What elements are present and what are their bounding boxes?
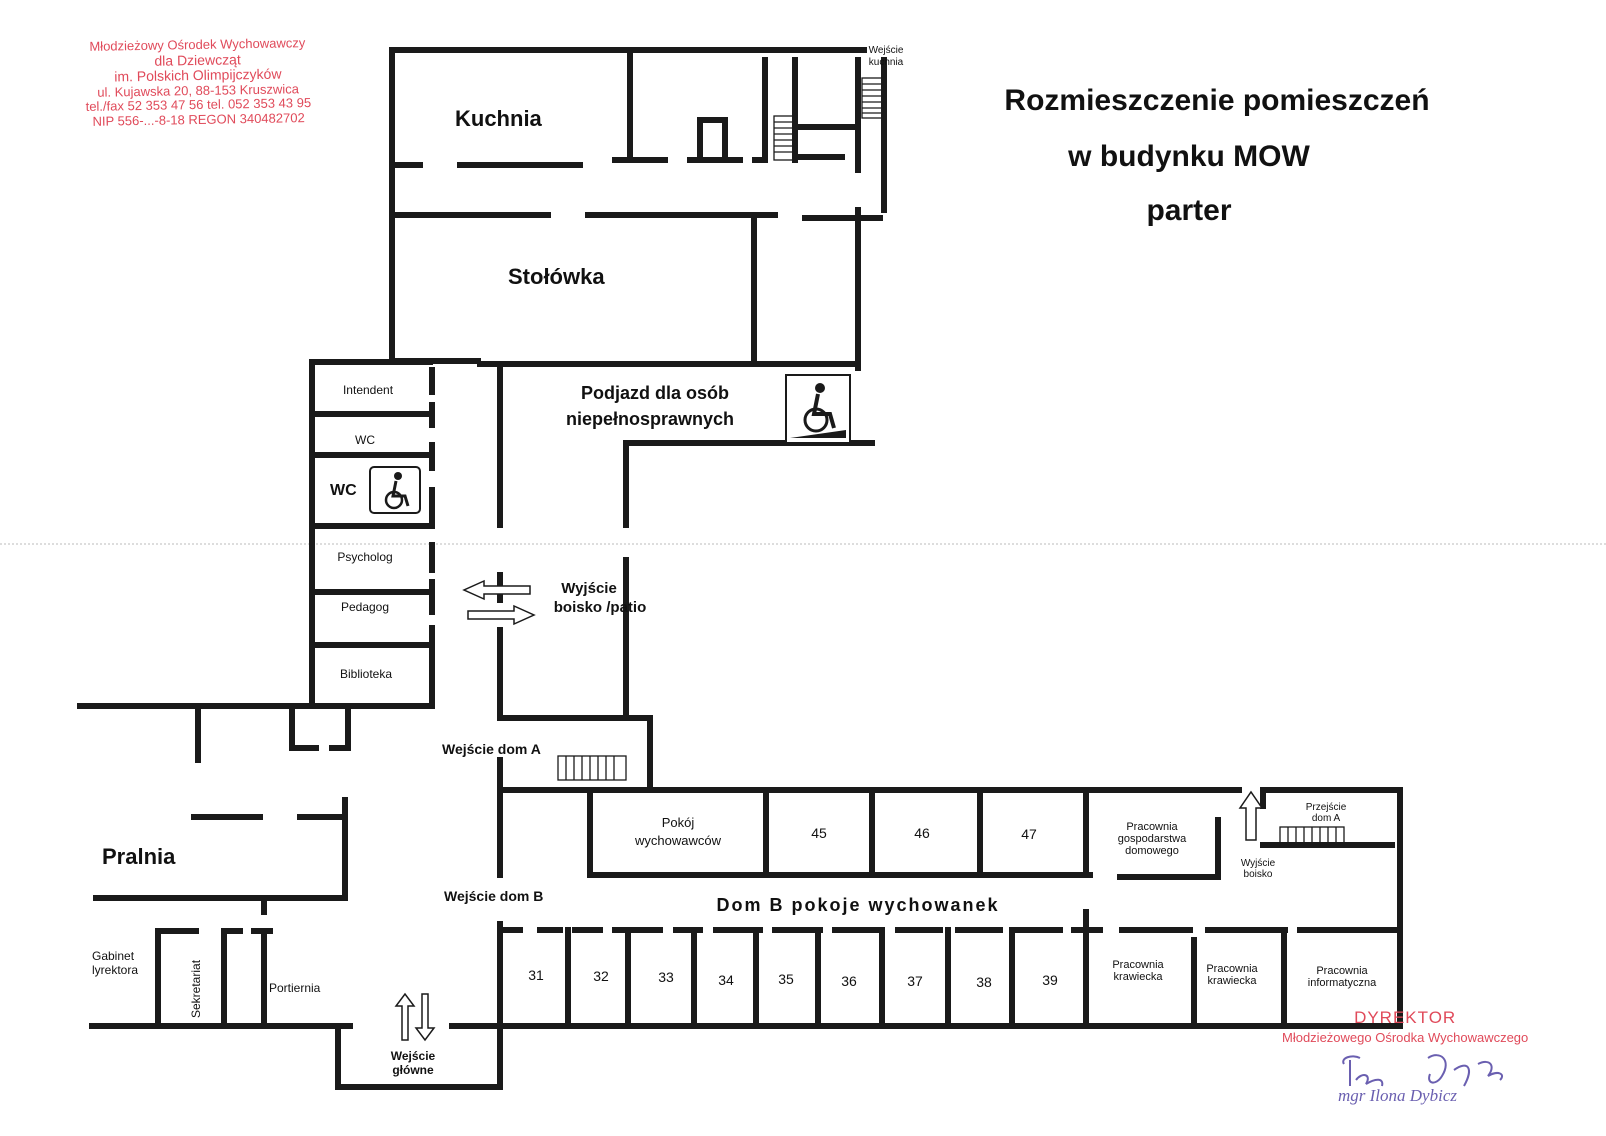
label-przejscie-dom-a: dom A <box>1311 813 1341 824</box>
label-podjazd: Podjazd dla osób <box>580 383 730 403</box>
room-38: 38 <box>976 974 992 990</box>
room-sekretariat: Sekretariat <box>189 959 203 1018</box>
room-pracownia-krawiecka: krawiecka <box>1207 975 1257 987</box>
label-wyjscie-boisko: Wyjście <box>561 580 617 597</box>
title-line-3: parter <box>1146 194 1232 227</box>
room-34: 34 <box>718 972 734 988</box>
double-arrow-icon <box>394 992 436 1042</box>
wheelchair-icon <box>785 374 851 444</box>
label-wejscie-glowne: Wejście <box>390 1049 436 1063</box>
room-35: 35 <box>778 971 794 987</box>
room-32: 32 <box>593 968 609 984</box>
director-signature: DYREKTOR Młodzieżowego Ośrodka Wychowawc… <box>1282 1008 1528 1045</box>
label-wyjscie-boisko-b: boisko <box>1243 869 1273 880</box>
wheelchair-icon <box>369 466 421 514</box>
room-stolowka: Stołówka <box>508 264 605 289</box>
label-wejscie-glowne: główne <box>392 1063 434 1077</box>
room-portiernia: Portiernia <box>269 981 321 995</box>
room-pracownia-krawiecka: krawiecka <box>1113 971 1163 983</box>
stairs-icon <box>1279 826 1345 846</box>
room-31: 31 <box>528 967 544 983</box>
director-name: mgr Ilona Dybicz <box>1338 1086 1457 1105</box>
room-pracownia-krawiecka: Pracownia <box>1206 963 1258 975</box>
title-line-1: Rozmieszczenie pomieszczeń <box>1004 84 1430 117</box>
label-wejscie-kuchnia: kuchnia <box>868 57 904 68</box>
room-33: 33 <box>658 969 674 985</box>
room-pracownia-krawiecka: Pracownia <box>1112 959 1164 971</box>
room-37: 37 <box>907 973 923 989</box>
room-pedagog: Pedagog <box>340 600 390 614</box>
room-kuchnia: Kuchnia <box>455 106 542 131</box>
stairs-icon <box>861 77 885 119</box>
room-pokoj-wychowawcow: wychowawców <box>635 833 721 848</box>
room-pracownia-gosp: Pracownia <box>1126 821 1178 833</box>
room-pokoj-wychowawcow: Pokój <box>661 815 695 830</box>
stairs-icon <box>557 755 627 781</box>
label-wejscie-kuchnia: Wejście <box>868 45 904 56</box>
double-arrow-icon <box>462 579 536 626</box>
corridor-dom-b: Dom B pokoje wychowanek <box>716 895 1000 915</box>
arrow-up-icon <box>1238 790 1264 841</box>
label-wyjscie-boisko: boisko /patio <box>553 599 647 616</box>
label-wejscie-dom-b: Wejście dom B <box>444 888 544 904</box>
room-psycholog: Psycholog <box>337 550 393 564</box>
director-institution: Młodzieżowego Ośrodka Wychowawczego <box>1282 1030 1529 1045</box>
room-pracownia-informatyczna: informatyczna <box>1307 977 1377 989</box>
director-title: DYREKTOR <box>1354 1008 1457 1027</box>
room-46: 46 <box>914 825 930 841</box>
stairs-icon <box>773 115 795 161</box>
room-36: 36 <box>841 973 857 989</box>
label-wejscie-dom-a: Wejście dom A <box>442 741 541 757</box>
title-line-2: w budynku MOW <box>1068 140 1310 173</box>
room-biblioteka: Biblioteka <box>339 667 393 681</box>
room-pracownia-informatyczna: Pracownia <box>1316 965 1368 977</box>
label-wyjscie-boisko-b: Wyjście <box>1240 858 1276 869</box>
signature-mark <box>1342 1054 1504 1087</box>
room-wc: WC <box>330 482 357 499</box>
institution-stamp: Młodzieżowy Ośrodek Wychowawczy dla Dzie… <box>67 35 329 130</box>
room-pralnia: Pralnia <box>102 844 176 869</box>
room-gabinet: Gabinet <box>92 949 135 963</box>
room-gabinet: lyrektora <box>92 963 139 977</box>
room-45: 45 <box>811 825 827 841</box>
room-pracownia-gosp: gospodarstwa <box>1117 833 1187 845</box>
room-wc: WC <box>355 433 375 447</box>
walls <box>77 47 1403 1090</box>
label-przejscie-dom-a: Przejście <box>1305 802 1347 813</box>
room-47: 47 <box>1021 826 1037 842</box>
label-podjazd: niepełnosprawnych <box>565 409 735 429</box>
room-pracownia-gosp: domowego <box>1125 845 1179 857</box>
room-39: 39 <box>1042 972 1058 988</box>
room-intendent: Intendent <box>342 383 394 397</box>
